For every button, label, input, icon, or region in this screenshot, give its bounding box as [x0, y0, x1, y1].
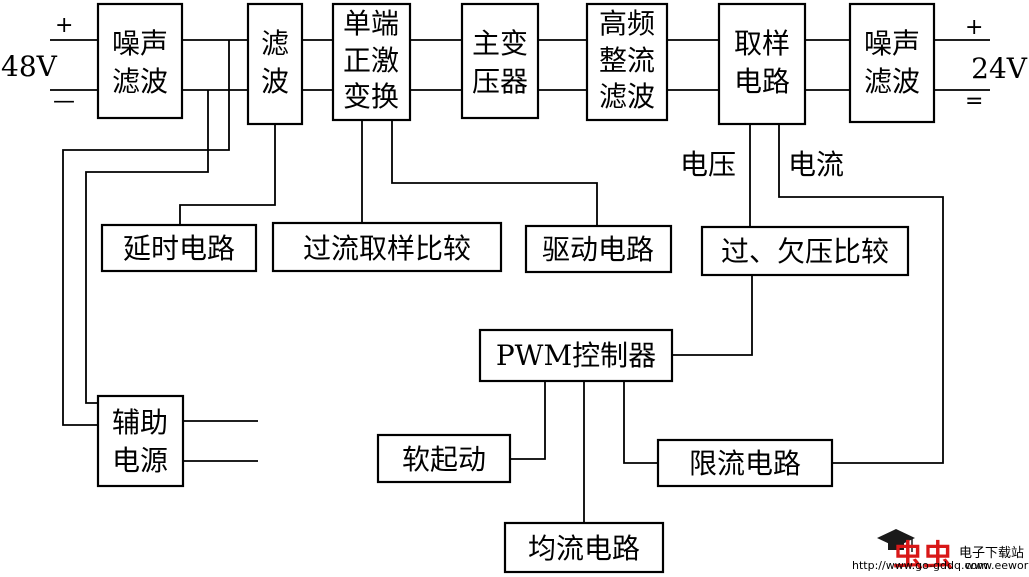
current-share-label: 均流电路 — [528, 532, 640, 565]
block-noise-filter-out: 噪声 滤波 — [848, 2, 936, 124]
noise-filter-out-line-2: 滤波 — [864, 65, 920, 98]
transformer-line-2: 压器 — [472, 65, 528, 98]
output-plus-sign: + — [965, 15, 983, 40]
sampling-line-2: 电路 — [734, 65, 790, 98]
converter-line-2: 正激 — [343, 44, 399, 77]
block-drive-circuit: 驱动电路 — [524, 224, 673, 274]
wire-filter-delay — [179, 124, 276, 225]
block-pwm-controller: PWM控制器 — [478, 328, 674, 383]
wire-pwm-softstart — [510, 381, 546, 460]
wire-aux-feed-bot — [85, 90, 209, 404]
block-current-share: 均流电路 — [503, 521, 665, 574]
watermark-url-2: www.eeworm.com — [965, 559, 1029, 572]
block-soft-start: 软起动 — [376, 433, 512, 484]
watermark-logo: 虫虫 — [893, 539, 953, 574]
aux-line-2: 电源 — [112, 444, 168, 477]
output-minus-sign: = — [965, 89, 983, 114]
filter-line-2: 波 — [261, 65, 289, 98]
noise-filter-in-line-2: 滤波 — [112, 65, 168, 98]
block-noise-filter-in: 噪声 滤波 — [96, 2, 184, 120]
current-signal-label: 电流 — [788, 148, 844, 181]
block-aux-power: 辅助 电源 — [96, 394, 185, 488]
block-hf-rectifier: 高频 整流 滤波 — [585, 2, 669, 122]
voltage-signal-label: 电压 — [680, 148, 736, 181]
wires — [50, 39, 990, 523]
noise-filter-in-line-1: 噪声 — [112, 27, 168, 60]
sampling-line-1: 取样 — [734, 27, 790, 60]
input-voltage-label: 48V — [1, 50, 58, 83]
noise-filter-out-line-1: 噪声 — [864, 27, 920, 60]
filter-line-1: 滤 — [261, 27, 289, 60]
delay-label: 延时电路 — [123, 232, 235, 265]
rectifier-line-3: 滤波 — [599, 80, 655, 113]
wire-samp-current — [778, 124, 944, 464]
rectifier-line-1: 高频 — [599, 7, 655, 40]
output-voltage-label: 24V — [971, 52, 1028, 85]
block-main-transformer: 主变 压器 — [460, 2, 540, 120]
converter-line-1: 单端 — [343, 7, 399, 40]
wire-pwm-limit — [623, 381, 658, 464]
rectifier-line-2: 整流 — [599, 44, 655, 77]
converter-line-3: 变换 — [343, 80, 399, 113]
block-overcurrent-compare: 过流取样比较 — [271, 221, 503, 273]
transformer-line-1: 主变 — [472, 27, 528, 60]
watermark-url-1: http://www.go-gddq.com — [852, 559, 988, 572]
wire-conv-drive — [391, 120, 598, 226]
pwm-label: PWM控制器 — [496, 339, 656, 372]
aux-line-1: 辅助 — [112, 406, 168, 439]
overcurrent-label: 过流取样比较 — [303, 232, 471, 265]
watermark-site-name: 电子下载站 — [959, 546, 1024, 561]
block-delay-circuit: 延时电路 — [100, 223, 258, 273]
block-voltage-compare: 过、欠压比较 — [700, 225, 910, 277]
drive-label: 驱动电路 — [542, 233, 654, 266]
input-plus-sign: + — [55, 13, 73, 38]
current-limit-label: 限流电路 — [689, 447, 801, 480]
block-filter: 滤 波 — [246, 2, 304, 126]
block-current-limit: 限流电路 — [656, 438, 834, 488]
input-minus-sign: — — [53, 89, 75, 114]
watermark: 虫虫 电子下载站 http://www.go-gddq.com www.eewo… — [852, 529, 1029, 574]
wire-aux-feed-top — [62, 40, 230, 426]
graduation-cap-icon — [877, 529, 915, 552]
block-sampling-circuit: 取样 电路 — [717, 2, 807, 126]
wire-vcomp-pwm — [672, 275, 753, 356]
voltage-compare-label: 过、欠压比较 — [721, 235, 889, 268]
block-forward-converter: 单端 正激 变换 — [331, 2, 412, 122]
soft-start-label: 软起动 — [402, 443, 486, 476]
